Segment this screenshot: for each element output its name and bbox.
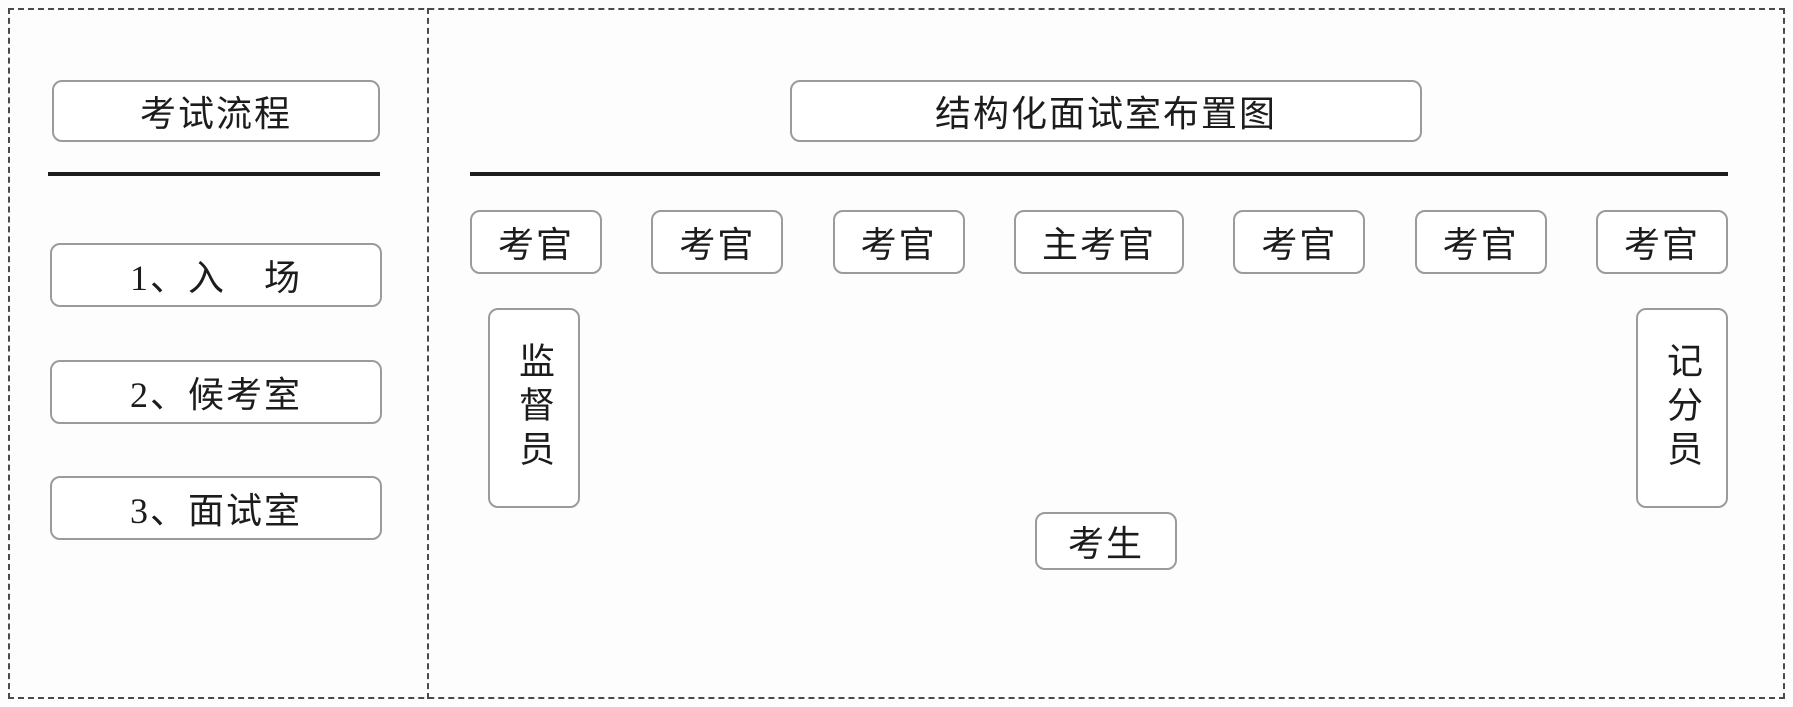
examiner-box-3: 考官 bbox=[832, 210, 965, 274]
examiner-box-5: 考官 bbox=[1233, 210, 1366, 274]
exam-step-entry: 1、入 场 bbox=[50, 243, 382, 307]
examiner-box-1: 考官 bbox=[470, 210, 603, 274]
outer-dashed-border bbox=[8, 8, 1785, 699]
supervisor-box: 监督员 bbox=[488, 308, 580, 508]
scorer-box: 记分员 bbox=[1636, 308, 1728, 508]
candidate-box: 考生 bbox=[1035, 512, 1177, 570]
examiner-box-6: 考官 bbox=[1414, 210, 1547, 274]
exam-process-underline bbox=[48, 172, 380, 176]
room-layout-underline bbox=[470, 172, 1728, 176]
chief-examiner-box: 主考官 bbox=[1013, 210, 1184, 274]
room-layout-title: 结构化面试室布置图 bbox=[790, 80, 1422, 142]
panel-divider-dashed-line bbox=[427, 8, 429, 699]
examiner-box-2: 考官 bbox=[651, 210, 784, 274]
exam-step-waiting-room: 2、候考室 bbox=[50, 360, 382, 424]
examiner-box-7: 考官 bbox=[1595, 210, 1728, 274]
examiner-row: 考官 考官 考官 主考官 考官 考官 考官 bbox=[470, 210, 1728, 274]
exam-process-title: 考试流程 bbox=[52, 80, 380, 142]
exam-step-interview-room: 3、面试室 bbox=[50, 476, 382, 540]
